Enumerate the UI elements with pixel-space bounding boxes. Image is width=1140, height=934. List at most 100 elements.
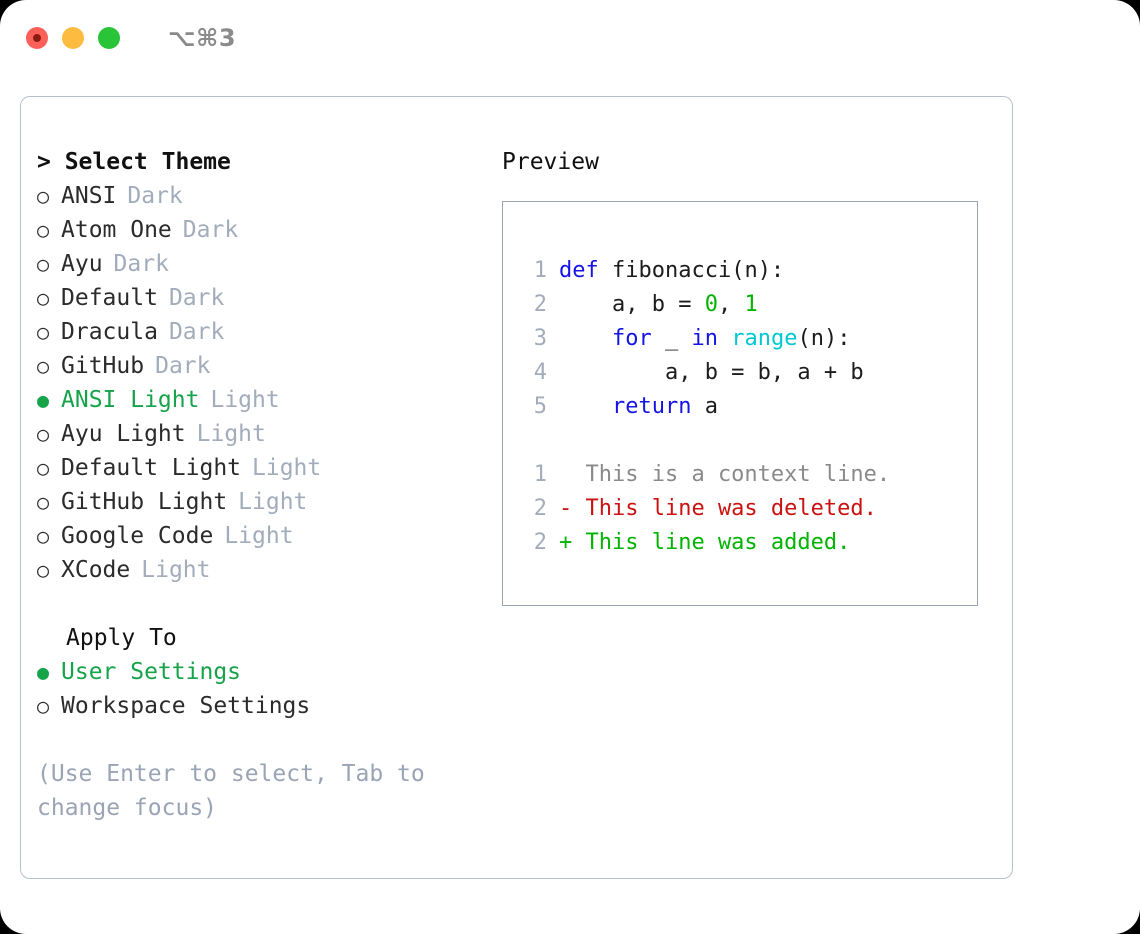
code-line: 1 def fibonacci(n):: [503, 254, 977, 288]
theme-option-ayu-light[interactable]: ○ Ayu Light Light: [37, 417, 487, 451]
close-button[interactable]: [26, 27, 48, 49]
theme-option-label: GitHub: [61, 353, 145, 379]
theme-option-ayu[interactable]: ○ Ayu Dark: [37, 247, 487, 281]
theme-variant-tag: Light: [210, 387, 280, 413]
minimize-button[interactable]: [62, 27, 84, 49]
theme-option-github-light[interactable]: ○ GitHub Light Light: [37, 485, 487, 519]
code-token-fn: range: [731, 326, 798, 351]
diff-content: This is a context line.: [559, 462, 891, 487]
theme-variant-tag: Light: [141, 557, 211, 583]
diff-line-ctx: 1 This is a context line.: [503, 458, 977, 492]
code-token-txt: a: [691, 394, 718, 419]
code-token-kw: for: [611, 326, 652, 351]
preview-heading: Preview: [502, 149, 599, 175]
code-token-kw: def: [559, 258, 599, 283]
theme-option-dracula[interactable]: ○ Dracula Dark: [37, 315, 487, 349]
code-content: def fibonacci(n):: [559, 254, 784, 288]
code-token-txt: [718, 326, 731, 351]
apply-to-heading: Apply To: [66, 625, 177, 651]
theme-option-label: Ayu Light: [61, 421, 186, 447]
radio-unselected-icon: ○: [37, 252, 50, 276]
theme-option-label: Google Code: [61, 523, 214, 549]
code-token-num: 1: [744, 292, 758, 317]
theme-option-xcode[interactable]: ○ XCode Light: [37, 553, 487, 587]
maximize-button[interactable]: [98, 27, 120, 49]
apply-to-option-label: Workspace Settings: [61, 693, 311, 719]
keyboard-shortcut-label: ⌥⌘3: [168, 24, 237, 52]
theme-option-label: Dracula: [61, 319, 158, 345]
code-token-txt: ,: [717, 292, 745, 317]
code-token-txt: (n):: [797, 326, 851, 351]
theme-option-label: Ayu: [61, 251, 103, 277]
code-token-txt: a, b =: [559, 292, 705, 317]
radio-unselected-icon: ○: [37, 490, 50, 514]
title-bar: ⌥⌘3: [0, 0, 1140, 76]
theme-option-label: Default: [61, 285, 158, 311]
line-number: 1: [533, 462, 547, 487]
theme-variant-tag: Light: [196, 421, 266, 447]
code-token-kw: in: [691, 326, 718, 351]
line-number: 2: [533, 496, 547, 521]
theme-option-ansi[interactable]: ○ ANSI Dark: [37, 179, 487, 213]
select-theme-heading: > Select Theme: [37, 149, 231, 175]
code-line: 5 return a: [503, 390, 977, 424]
theme-variant-tag: Dark: [113, 251, 169, 277]
code-token-txt: _: [651, 326, 692, 351]
diff-sample: 1 This is a context line. 2 - This line wa…: [503, 458, 977, 560]
apply-to-option-user-settings[interactable]: ● User Settings: [37, 655, 487, 689]
theme-variant-tag: Dark: [182, 217, 239, 243]
apply-to-option-workspace-settings[interactable]: ○ Workspace Settings: [37, 689, 487, 723]
apply-to-list: ● User Settings ○ Workspace Settings: [37, 655, 487, 723]
code-diff-spacer: [503, 424, 977, 458]
code-content: for _ in range(n):: [559, 322, 850, 356]
code-content: a, b = 0, 1: [559, 288, 758, 322]
diff-line-add: 2+ This line was added.: [503, 526, 977, 560]
traffic-light-buttons: [26, 27, 120, 49]
theme-variant-tag: Light: [224, 523, 294, 549]
theme-variant-tag: Light: [238, 489, 308, 515]
theme-variant-tag: Dark: [168, 319, 225, 345]
radio-unselected-icon: ○: [37, 354, 50, 378]
line-number: 3: [533, 326, 547, 351]
radio-unselected-icon: ○: [37, 558, 50, 582]
code-line: 2 a, b = 0, 1: [503, 288, 977, 322]
radio-unselected-icon: ○: [37, 456, 50, 480]
line-number: 4: [533, 360, 547, 385]
radio-unselected-icon: ○: [37, 524, 50, 548]
theme-option-atom-one[interactable]: ○ Atom One Dark: [37, 213, 487, 247]
theme-option-github[interactable]: ○ GitHub Dark: [37, 349, 487, 383]
radio-selected-icon: ●: [37, 660, 50, 684]
diff-line-del: 2 - This line was deleted.: [503, 492, 977, 526]
theme-option-label: XCode: [61, 557, 131, 583]
radio-unselected-icon: ○: [37, 422, 50, 446]
code-token-num: 0: [704, 292, 718, 317]
radio-unselected-icon: ○: [37, 694, 50, 718]
radio-unselected-icon: ○: [37, 218, 50, 242]
keyboard-hint-text: (Use Enter to select, Tab to change focu…: [37, 761, 425, 821]
code-token-txt: a, b = b, a + b: [559, 360, 864, 385]
code-line: 3 for _ in range(n):: [503, 322, 977, 356]
radio-unselected-icon: ○: [37, 184, 50, 208]
theme-variant-tag: Dark: [127, 183, 183, 209]
theme-variant-tag: Dark: [168, 285, 225, 311]
theme-variant-tag: Dark: [155, 353, 211, 379]
theme-option-label: GitHub Light: [61, 489, 228, 515]
apply-to-option-label: User Settings: [61, 659, 242, 685]
radio-unselected-icon: ○: [37, 320, 50, 344]
theme-option-label: Atom One: [61, 217, 172, 243]
line-number: 1: [533, 258, 547, 283]
theme-option-google-code[interactable]: ○ Google Code Light: [37, 519, 487, 553]
theme-option-label: ANSI: [61, 183, 117, 209]
diff-content: - This line was deleted.: [559, 496, 877, 521]
theme-variant-tag: Light: [252, 455, 322, 481]
